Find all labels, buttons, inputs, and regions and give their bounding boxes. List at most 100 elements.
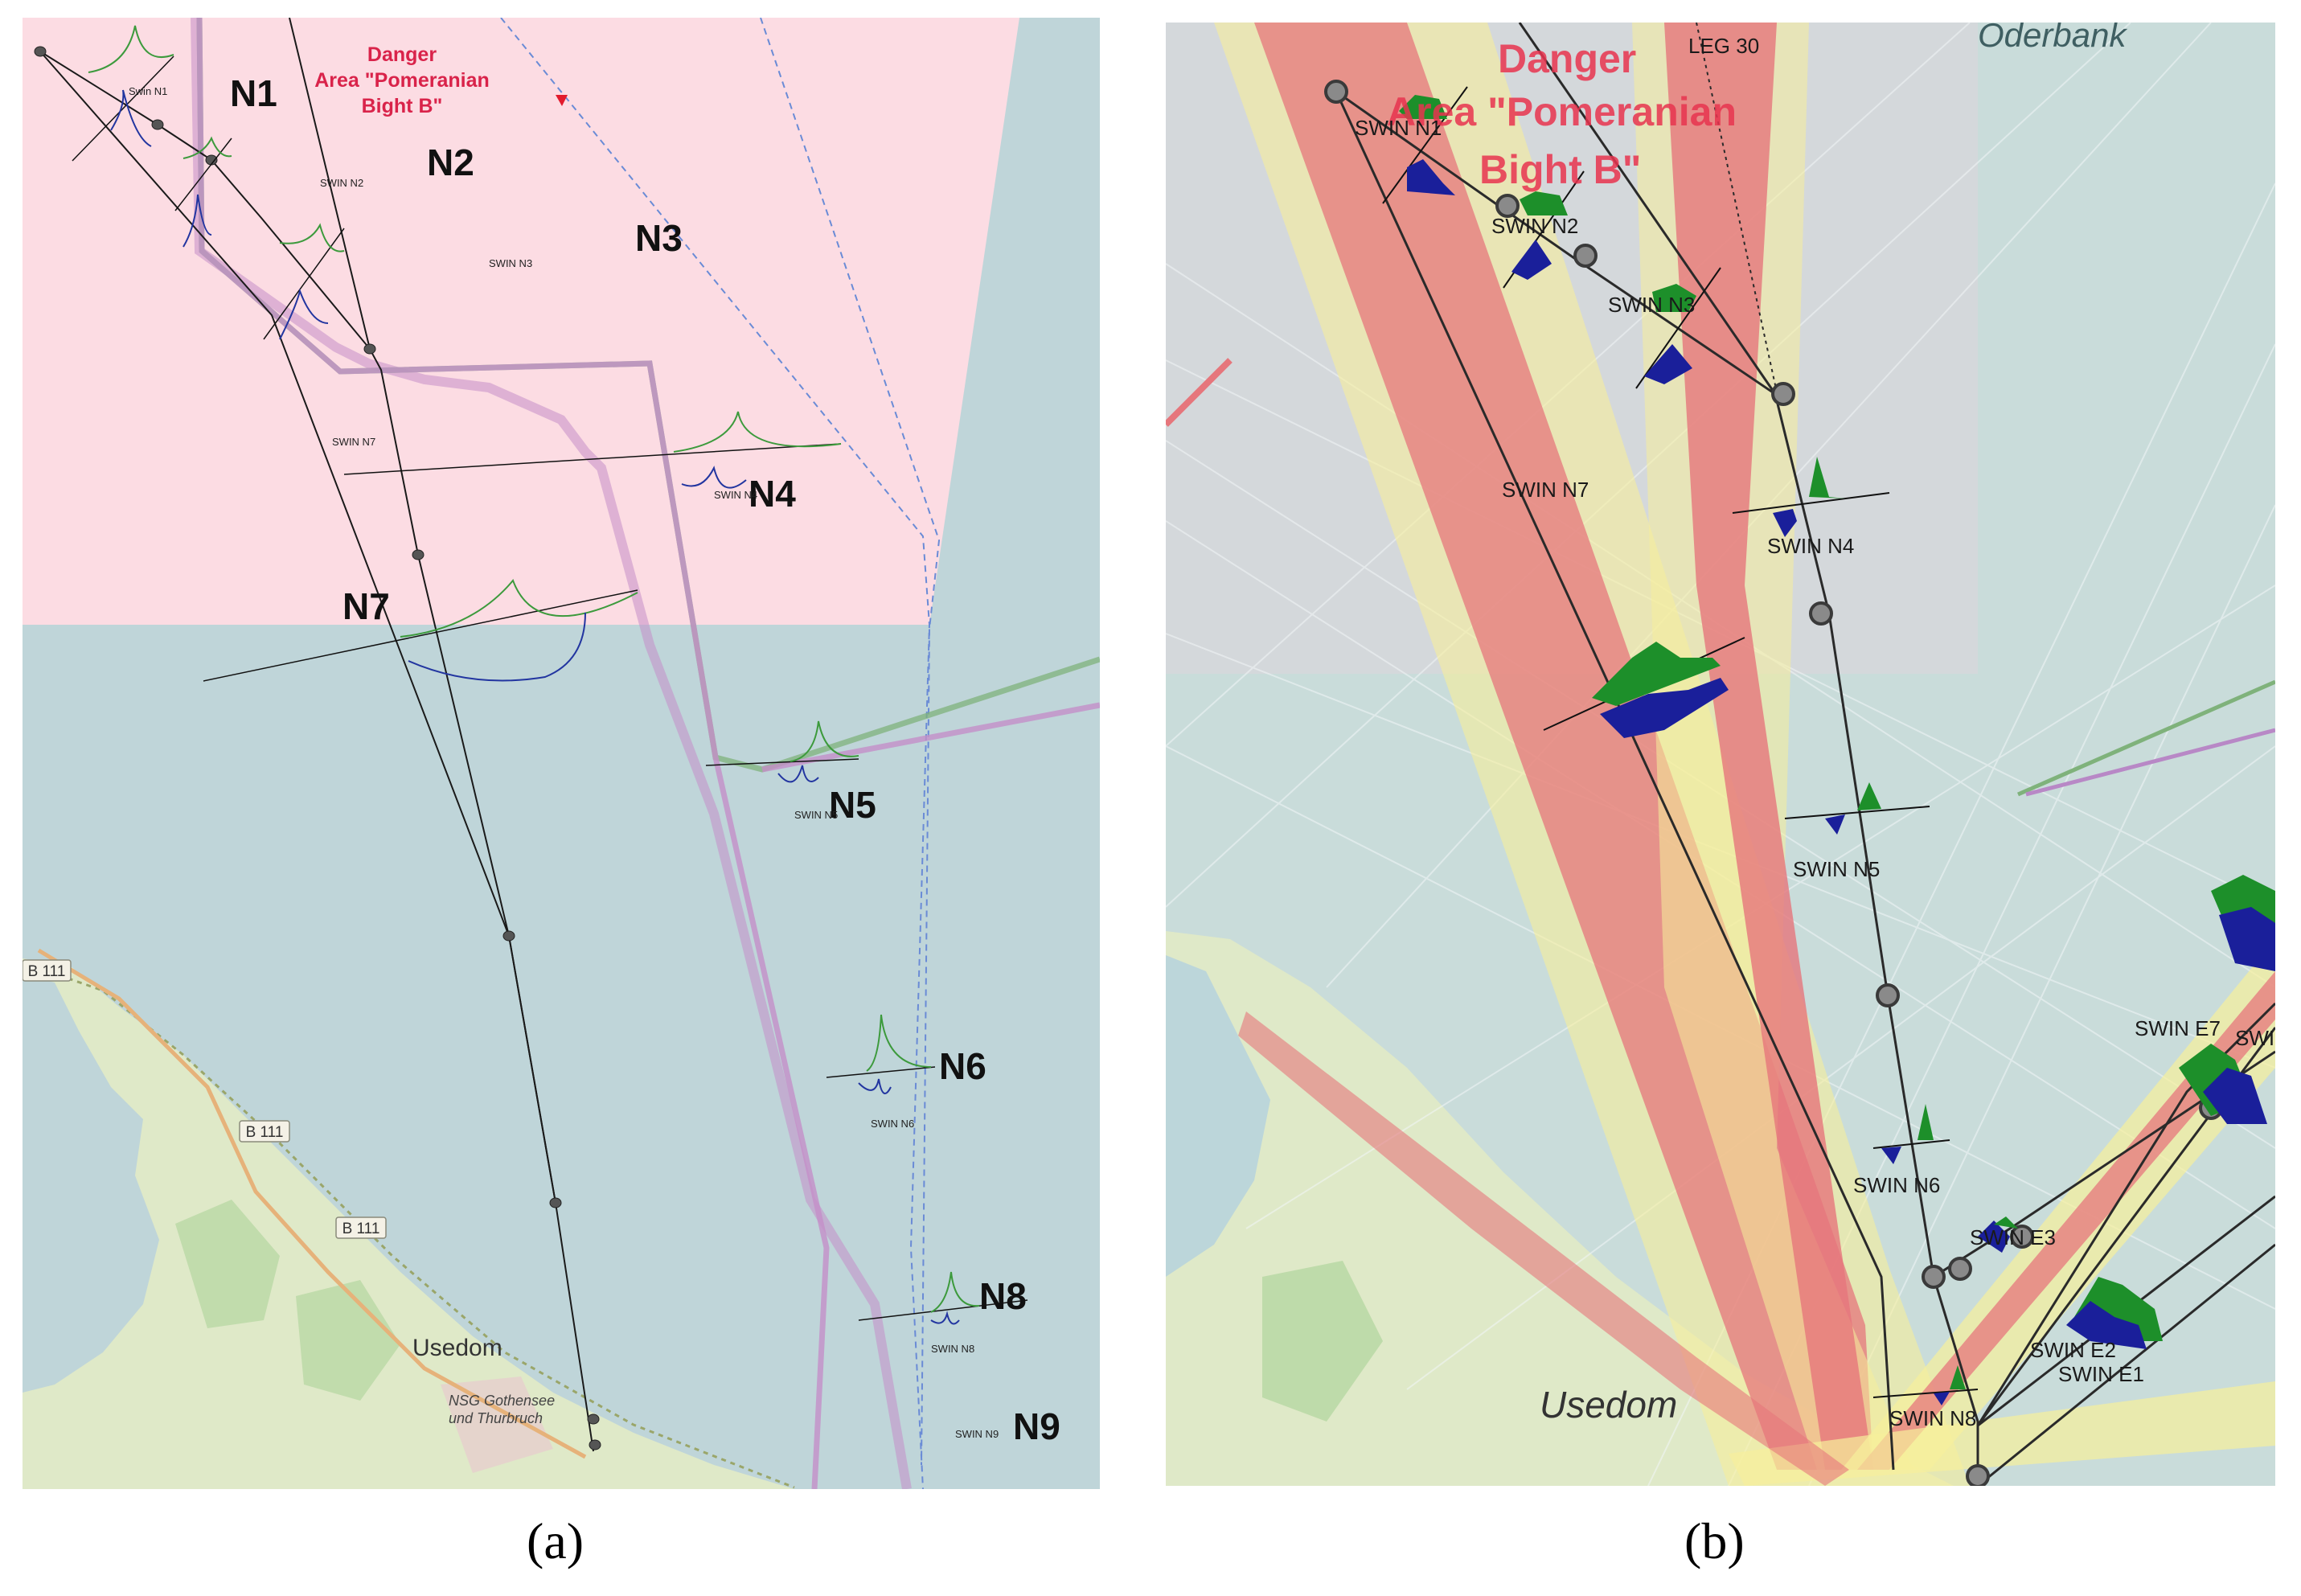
seg-b-e7: SWIN E7 bbox=[2135, 1016, 2221, 1040]
lagoon bbox=[23, 974, 159, 1393]
segment-label-n9: SWIN N9 bbox=[955, 1428, 999, 1440]
place-nsg: NSG Gothensee bbox=[449, 1393, 555, 1409]
panel-a-svg: Danger Area "Pomeranian Bight B" N1 N2 N… bbox=[23, 18, 1100, 1489]
network-n-route bbox=[39, 51, 594, 1452]
panel-b-svg: LEG 30 Oderbank Danger Area "Pomeranian … bbox=[1166, 23, 2275, 1486]
density-high-3 bbox=[1857, 971, 2275, 1470]
node-label-n7: N7 bbox=[342, 585, 390, 627]
seg-b-n1: SWIN N1 bbox=[1355, 116, 1442, 140]
node-label-n4: N4 bbox=[749, 473, 796, 515]
seg-b-n4: SWIN N4 bbox=[1767, 534, 1854, 558]
distribution-n6 bbox=[826, 1014, 936, 1094]
dist-b-n8 bbox=[1872, 1365, 1979, 1405]
dist-b-n2 bbox=[1503, 170, 1585, 289]
node-label-n9: N9 bbox=[1013, 1405, 1060, 1447]
seg-b-e3: SWIN E3 bbox=[1970, 1225, 2056, 1249]
distribution-n4 bbox=[343, 411, 842, 489]
distribution-n5 bbox=[705, 720, 859, 783]
land-usedom bbox=[23, 958, 794, 1489]
seg-b-e2: SWIN E2 bbox=[2030, 1338, 2116, 1362]
distribution-n8 bbox=[858, 1271, 1028, 1325]
dist-b-east bbox=[2211, 875, 2275, 971]
road-shield-2: B 111 bbox=[239, 1120, 290, 1143]
label-oderbank: Oderbank bbox=[1978, 23, 2127, 54]
network-n7-line bbox=[39, 51, 556, 1204]
distribution-n7 bbox=[203, 579, 638, 682]
road-b111 bbox=[37, 948, 587, 1459]
panel-a-map: Danger Area "Pomeranian Bight B" N1 N2 N… bbox=[23, 18, 1100, 1489]
forest-patch bbox=[296, 1280, 400, 1401]
node-label-n6: N6 bbox=[939, 1045, 986, 1087]
node-label-n3: N3 bbox=[635, 217, 683, 259]
coast-red-b bbox=[1166, 358, 1233, 427]
segment-label-n7: SWIN N7 bbox=[332, 436, 375, 448]
caption-a: (a) bbox=[527, 1512, 584, 1569]
distribution-n3 bbox=[263, 223, 345, 340]
segment-label-n1: Swin N1 bbox=[129, 85, 167, 97]
svg-text:B 111: B 111 bbox=[342, 1221, 380, 1237]
route-pink-east bbox=[761, 702, 1100, 773]
seg-b-n3: SWIN N3 bbox=[1608, 293, 1695, 317]
dist-b-n6 bbox=[1872, 1104, 1950, 1164]
danger-b-line-3: Bight B" bbox=[1479, 147, 1641, 192]
danger-b-line-1: Danger bbox=[1498, 36, 1636, 81]
node-label-n5: N5 bbox=[829, 784, 876, 826]
danger-line-2: Area "Pomeranian bbox=[314, 69, 490, 92]
label-leg30: LEG 30 bbox=[1688, 34, 1759, 58]
route-pink-wide bbox=[191, 18, 912, 1489]
route-nodes bbox=[34, 46, 601, 1450]
dist-b-n5 bbox=[1784, 782, 1930, 835]
dist-b-n3 bbox=[1635, 267, 1721, 389]
density-low-3 bbox=[1841, 939, 2275, 1470]
danger-line-3: Bight B" bbox=[362, 95, 443, 117]
fairway-dashed bbox=[500, 18, 931, 1489]
danger-b-line-2: Area "Pomeranian bbox=[1387, 89, 1737, 134]
dist-b-e1e2 bbox=[2066, 1277, 2163, 1349]
place-usedom-b: Usedom bbox=[1540, 1384, 1677, 1426]
dist-b-e3 bbox=[1978, 1216, 2018, 1253]
panel-b-map: LEG 30 Oderbank Danger Area "Pomeranian … bbox=[1166, 23, 2275, 1486]
seg-b-n7: SWIN N7 bbox=[1502, 478, 1589, 502]
svg-text:B 111: B 111 bbox=[28, 963, 66, 980]
danger-line-1: Danger bbox=[367, 43, 437, 66]
seg-b-n5: SWIN N5 bbox=[1793, 857, 1880, 881]
segment-label-n5: SWIN N5 bbox=[794, 809, 838, 821]
segment-label-n8: SWIN N8 bbox=[931, 1343, 974, 1355]
network-upper-line bbox=[289, 18, 371, 350]
road-shield-1: B 111 bbox=[23, 959, 72, 982]
density-high-2 bbox=[1664, 23, 1873, 1470]
seg-b-partial: SWIN bbox=[2235, 1026, 2275, 1050]
segment-label-n4: SWIN N4 bbox=[714, 489, 757, 501]
forest-b bbox=[1262, 1261, 1383, 1422]
node-label-n1: N1 bbox=[230, 72, 277, 114]
road-shield-3: B 111 bbox=[335, 1216, 387, 1239]
seg-b-n2: SWIN N2 bbox=[1491, 214, 1578, 238]
place-thurbruch: und Thurbruch bbox=[449, 1410, 543, 1426]
dist-b-n1 bbox=[1382, 86, 1468, 204]
node-label-n2: N2 bbox=[427, 142, 474, 183]
svg-text:B 111: B 111 bbox=[246, 1124, 284, 1141]
town-patch bbox=[441, 1376, 553, 1473]
dist-b-n7 bbox=[1543, 637, 1745, 738]
coast-line bbox=[23, 961, 795, 1489]
seg-b-n8: SWIN N8 bbox=[1889, 1406, 1976, 1430]
segment-label-n3: SWIN N3 bbox=[489, 257, 532, 269]
lagoon-b bbox=[1166, 955, 1270, 1277]
danger-marker bbox=[556, 95, 568, 106]
node-label-n8: N8 bbox=[979, 1275, 1027, 1317]
caption-b: (b) bbox=[1684, 1512, 1745, 1569]
seg-b-e1: SWIN E1 bbox=[2058, 1362, 2144, 1386]
place-usedom: Usedom bbox=[412, 1335, 502, 1361]
dist-b-n4 bbox=[1732, 457, 1890, 537]
route-green-b bbox=[2016, 679, 2275, 797]
density-coast bbox=[1238, 1011, 1849, 1486]
fairway-dashed bbox=[760, 18, 941, 1466]
segment-label-n6: SWIN N6 bbox=[871, 1118, 914, 1130]
distribution-n1 bbox=[72, 25, 174, 162]
segment-label-n2: SWIN N2 bbox=[320, 177, 363, 189]
forest-patch bbox=[175, 1200, 280, 1328]
danger-zone bbox=[23, 18, 1019, 625]
density-low-4 bbox=[1729, 1381, 2275, 1486]
network-dashed-b bbox=[1696, 23, 1778, 393]
route-purple-b bbox=[2025, 728, 2275, 797]
